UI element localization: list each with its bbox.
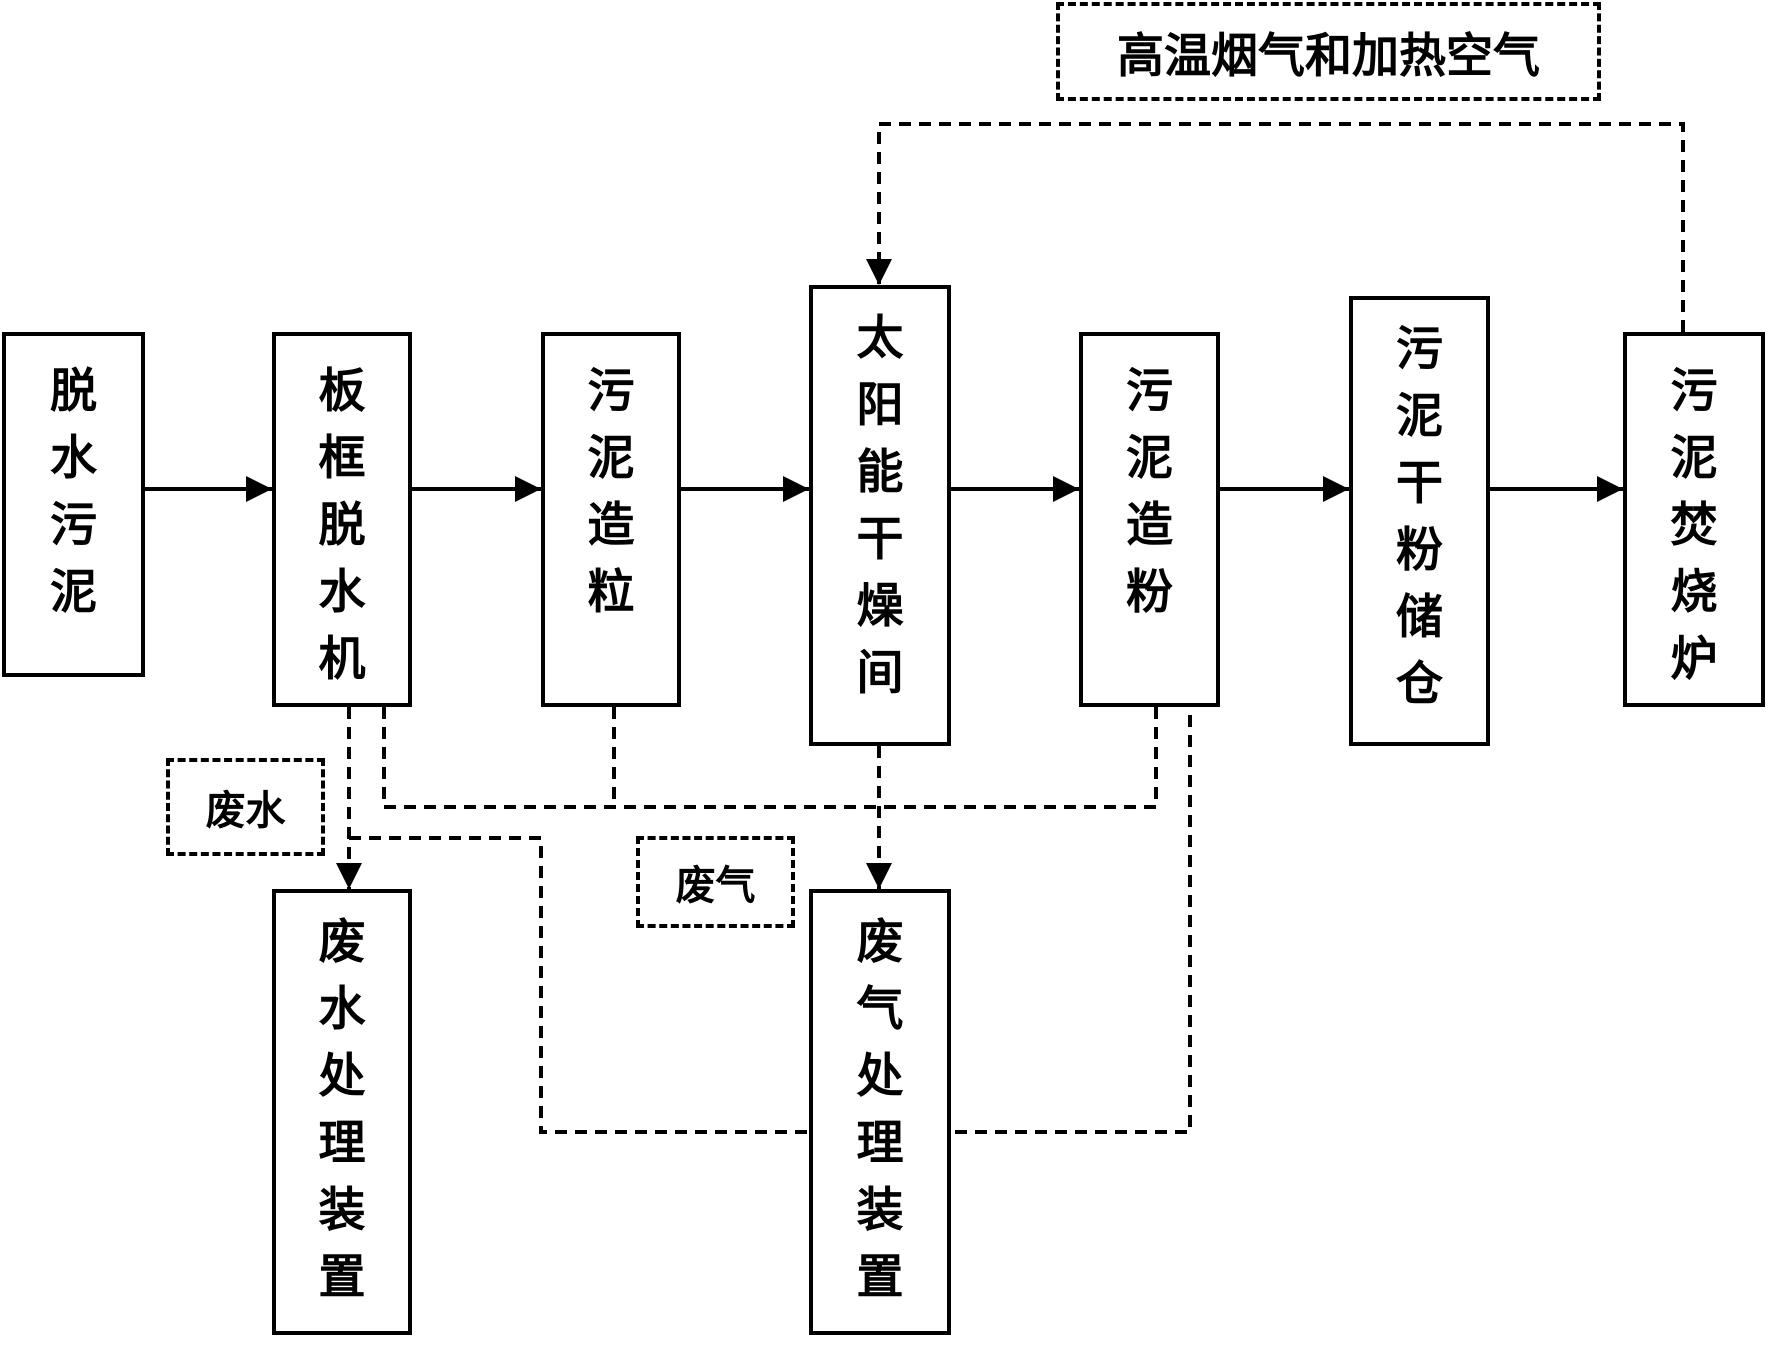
node-sludge-incinerator: 污泥焚烧炉 — [1623, 332, 1765, 707]
label-char: 泥 — [1126, 431, 1173, 486]
label-char: 阳 — [856, 378, 904, 433]
node-dewatered-sludge: 脱水污泥 — [2, 332, 145, 677]
label-char: 焚 — [1670, 498, 1718, 553]
node-sludge-powdering-label: 污泥造粉 — [1083, 358, 1216, 626]
label-char: 炉 — [1670, 632, 1718, 687]
label-char: 废 — [318, 915, 366, 970]
label-char: 泥 — [1396, 389, 1443, 444]
label-char: 造 — [587, 498, 635, 553]
label-exhaust-text: 废气 — [675, 863, 756, 909]
label-char: 气 — [856, 982, 904, 1037]
label-char: 污 — [1396, 322, 1443, 377]
node-exhaust-treatment-label: 废气处理装置 — [813, 909, 947, 1311]
label-char: 污 — [50, 498, 97, 553]
label-char: 间 — [856, 646, 904, 701]
label-char: 水 — [318, 982, 366, 1037]
node-plate-frame-press-label: 板框脱水机 — [276, 358, 408, 693]
label-char: 处 — [318, 1049, 366, 1104]
label-char: 干 — [1396, 456, 1443, 511]
label-char: 框 — [318, 431, 366, 486]
node-sludge-granulation-label: 污泥造粒 — [545, 358, 677, 626]
label-char: 粉 — [1396, 523, 1443, 578]
label-char: 处 — [856, 1049, 904, 1104]
label-char: 储 — [1396, 590, 1443, 645]
label-char: 燥 — [856, 579, 904, 634]
node-plate-frame-press: 板框脱水机 — [272, 332, 412, 707]
label-char: 水 — [318, 565, 366, 620]
label-flue-gas-text: 高温烟气和加热空气 — [1117, 29, 1540, 84]
label-char: 理 — [318, 1116, 366, 1171]
node-dry-powder-silo-label: 污泥干粉储仓 — [1353, 316, 1486, 718]
label-char: 置 — [318, 1250, 366, 1305]
label-char: 废 — [856, 915, 904, 970]
label-char: 理 — [856, 1116, 904, 1171]
label-char: 泥 — [587, 431, 635, 486]
label-char: 机 — [318, 632, 366, 687]
wastewater-return-loop — [349, 707, 1192, 1134]
node-exhaust-treatment: 废气处理装置 — [809, 889, 951, 1335]
label-char: 置 — [856, 1250, 904, 1305]
label-flue-gas: 高温烟气和加热空气 — [1056, 2, 1601, 101]
node-sludge-powdering: 污泥造粉 — [1079, 332, 1220, 707]
node-solar-drying-room: 太阳能干燥间 — [809, 285, 951, 746]
label-char: 板 — [318, 364, 366, 419]
label-wastewater: 废水 — [166, 758, 325, 856]
node-wastewater-treatment-label: 废水处理装置 — [276, 909, 408, 1311]
node-dry-powder-silo: 污泥干粉储仓 — [1349, 296, 1490, 746]
label-char: 能 — [856, 445, 904, 500]
label-char: 装 — [318, 1183, 366, 1238]
node-dewatered-sludge-label: 脱水污泥 — [6, 358, 141, 626]
label-char: 粒 — [587, 565, 635, 620]
label-exhaust: 废气 — [636, 836, 795, 928]
label-char: 干 — [856, 512, 904, 567]
exhaust-collection-line — [382, 707, 1158, 809]
node-wastewater-treatment: 废水处理装置 — [272, 889, 412, 1335]
label-char: 太 — [856, 311, 904, 366]
label-char: 仓 — [1396, 657, 1443, 712]
node-solar-drying-room-label: 太阳能干燥间 — [813, 305, 947, 707]
label-char: 脱 — [318, 498, 366, 553]
label-char: 水 — [50, 431, 97, 486]
label-char: 粉 — [1126, 565, 1173, 620]
label-char: 污 — [1126, 364, 1173, 419]
label-wastewater-text: 废水 — [205, 788, 286, 834]
label-char: 烧 — [1670, 565, 1718, 620]
node-sludge-granulation: 污泥造粒 — [541, 332, 681, 707]
label-char: 装 — [856, 1183, 904, 1238]
label-char: 污 — [1670, 364, 1718, 419]
label-char: 泥 — [1670, 431, 1718, 486]
label-char: 污 — [587, 364, 635, 419]
flue-gas-return-line — [866, 122, 1685, 332]
label-char: 造 — [1126, 498, 1173, 553]
label-char: 泥 — [50, 565, 97, 620]
node-sludge-incinerator-label: 污泥焚烧炉 — [1627, 358, 1761, 693]
label-char: 脱 — [50, 364, 97, 419]
